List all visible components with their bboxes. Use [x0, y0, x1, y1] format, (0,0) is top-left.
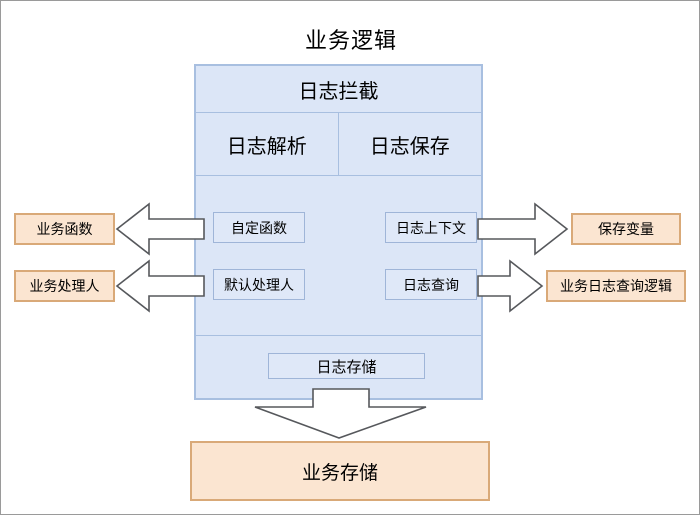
- section-parse-save-row: 日志解析 日志保存: [196, 113, 481, 176]
- arrow-default-handler-to-business-handler: [115, 259, 205, 313]
- box-log-context: 日志上下文: [385, 212, 477, 243]
- page-title: 业务逻辑: [304, 29, 397, 54]
- box-business-log-query-logic: 业务日志查询逻辑: [546, 270, 686, 302]
- box-custom-function: 自定函数: [213, 212, 305, 243]
- box-default-handler: 默认处理人: [213, 269, 305, 300]
- section-body: 自定函数 日志上下文 默认处理人 日志查询: [196, 176, 481, 336]
- box-business-handler: 业务处理人: [14, 270, 115, 302]
- arrow-log-context-to-save-variable: [477, 202, 569, 256]
- log-interception-container: 日志拦截 日志解析 日志保存 自定函数 日志上下文 默认处理人 日志查询 日志存…: [194, 64, 483, 400]
- box-business-storage: 业务存储: [190, 441, 490, 501]
- cell-log-parse: 日志解析: [196, 113, 339, 175]
- arrow-log-query-to-business-query-logic: [477, 259, 544, 313]
- box-log-query: 日志查询: [385, 269, 477, 300]
- section-log-interception-header: 日志拦截: [196, 66, 481, 113]
- box-save-variable: 保存变量: [571, 213, 681, 245]
- section-log-storage: 日志存储: [196, 336, 481, 399]
- box-log-storage: 日志存储: [268, 353, 425, 379]
- cell-log-save: 日志保存: [369, 133, 450, 158]
- box-business-function: 业务函数: [14, 213, 115, 245]
- arrow-custom-func-to-business-func: [115, 202, 205, 256]
